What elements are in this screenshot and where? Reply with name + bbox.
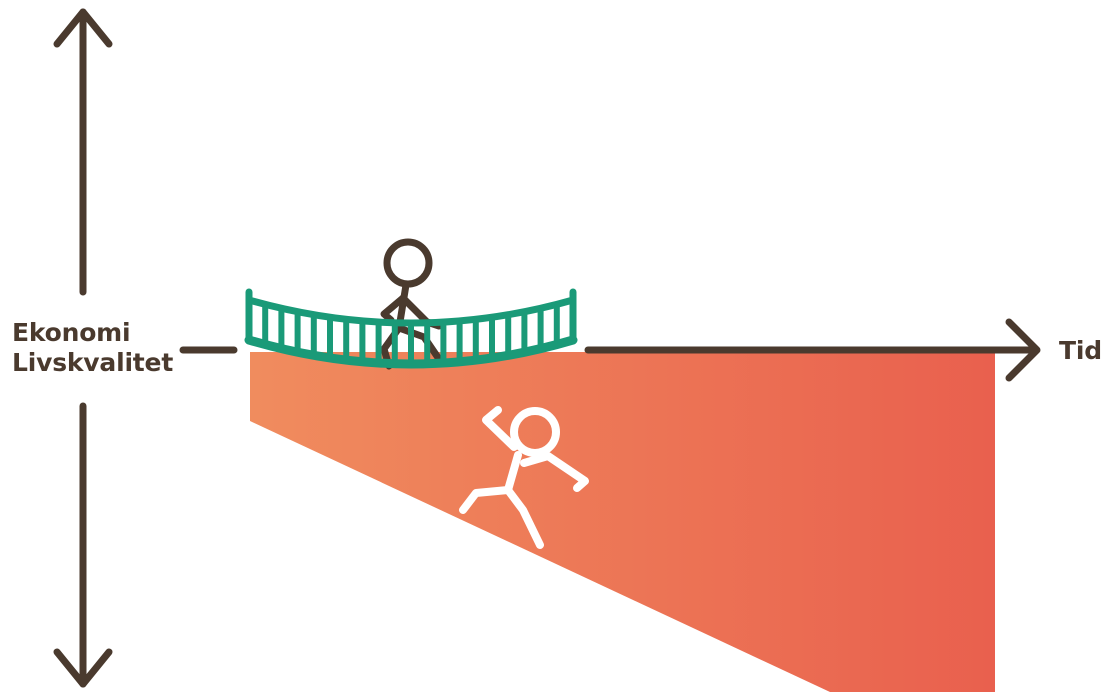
decline-area	[250, 352, 995, 692]
y-axis-label: Ekonomi Livskvalitet	[12, 318, 173, 378]
x-axis-label: Tid	[1059, 336, 1102, 366]
y-axis-label-line1: Ekonomi	[12, 318, 173, 348]
y-axis-label-line2: Livskvalitet	[12, 348, 173, 378]
